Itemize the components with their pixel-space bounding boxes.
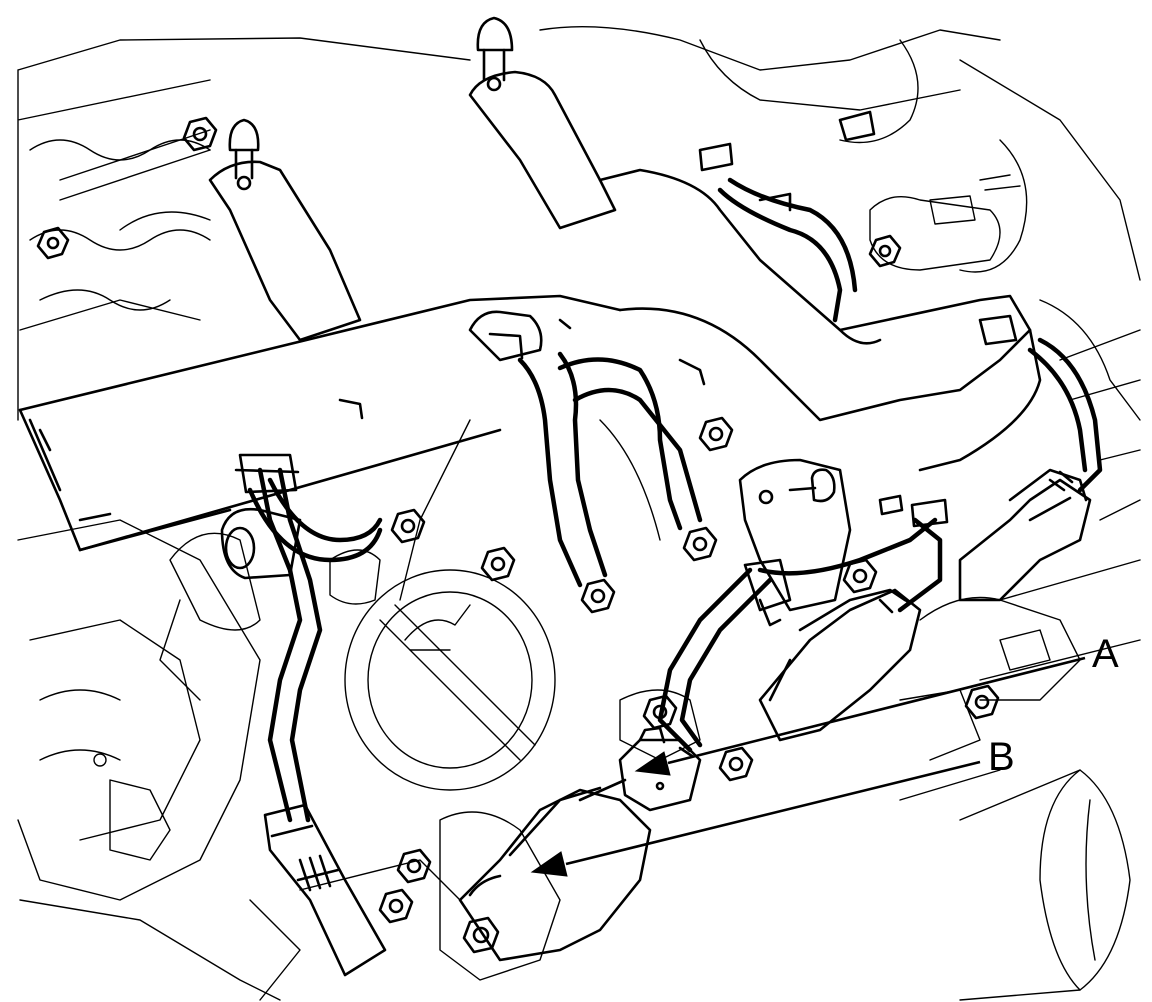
bolt-icon: [480, 546, 516, 582]
bolt-icon: [682, 526, 718, 562]
bolt-icon: [182, 116, 218, 152]
wiring-harness: [257, 337, 1103, 823]
callout-label-b: B: [988, 735, 1015, 779]
bolt-icon: [390, 508, 426, 544]
callout-leader-b: [530, 760, 981, 877]
bolt-icon: [868, 234, 902, 268]
harness-clips: [234, 453, 949, 627]
bolt-icon: [964, 684, 1000, 720]
ignition-coils: [458, 468, 1092, 962]
bolt-icon: [718, 746, 754, 782]
bolt-icon: [378, 888, 414, 924]
bolt-icon: [396, 848, 432, 884]
left-connector: [220, 507, 387, 977]
arrowhead-a: [634, 751, 671, 776]
hoses: [247, 177, 858, 588]
bolt-icon: [698, 416, 734, 452]
bolt-icon: [36, 226, 70, 260]
callout-label-a: A: [1092, 632, 1119, 676]
bolt-icon: [580, 578, 616, 614]
arrowhead-b: [530, 851, 568, 877]
callout-leader-a: [634, 656, 1086, 776]
sensor-bracket: [738, 458, 852, 612]
engine-background: [17, 25, 1141, 1001]
